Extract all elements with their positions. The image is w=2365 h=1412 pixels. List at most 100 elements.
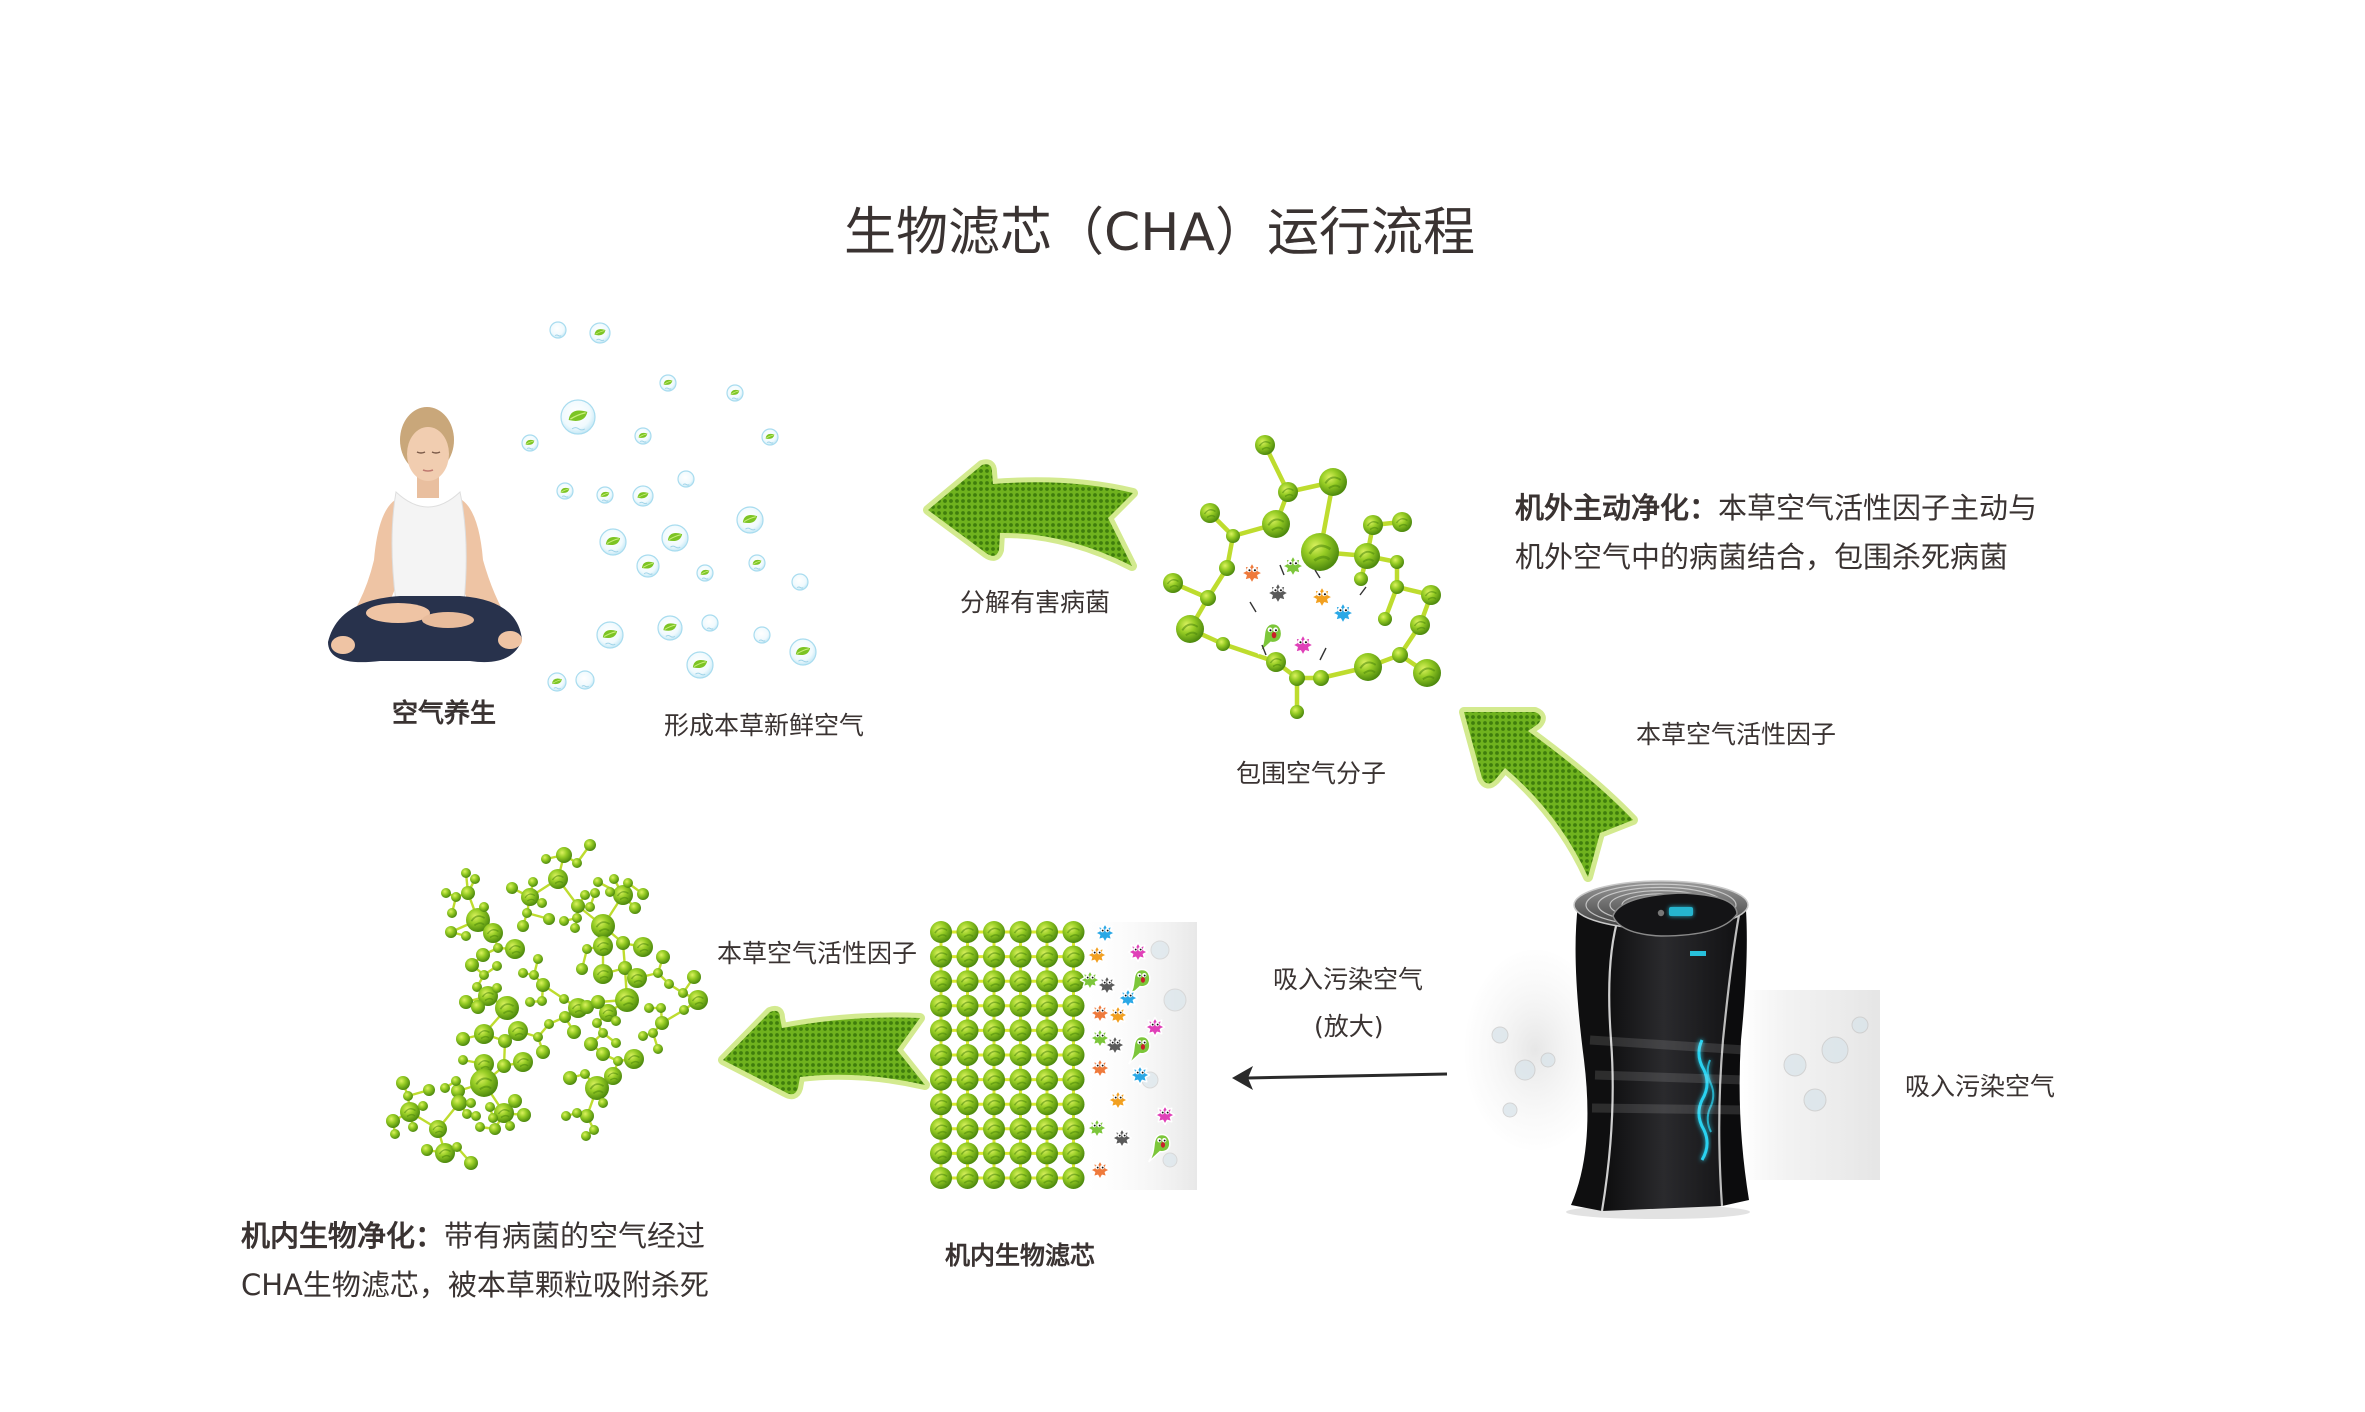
molecule-node bbox=[505, 1121, 515, 1131]
molecule-node bbox=[400, 1102, 420, 1122]
page-title: 生物滤芯（CHA）运行流程 bbox=[844, 203, 1475, 263]
leaf-bubble bbox=[596, 486, 614, 504]
germ-pupil bbox=[1123, 1134, 1126, 1137]
filter-granule bbox=[1062, 1068, 1085, 1091]
leaf-bubble bbox=[599, 528, 627, 556]
germ-pupil bbox=[1151, 1023, 1154, 1026]
molecule-node bbox=[580, 890, 590, 900]
molecule-node bbox=[548, 869, 568, 889]
molecule-node bbox=[584, 839, 596, 851]
filter-granule bbox=[930, 921, 952, 943]
granule-texture bbox=[1013, 927, 1027, 938]
external-purification-description: 机外主动净化：本草空气活性因子主动与 机外空气中的病菌结合，包围杀死病菌 bbox=[1515, 484, 2037, 582]
granule-texture bbox=[619, 995, 635, 1007]
internal-description-line-2: CHA生物滤芯，被本草颗粒吸附杀死 bbox=[241, 1268, 709, 1302]
molecule-node bbox=[637, 888, 649, 900]
leaf-vein bbox=[743, 516, 756, 523]
molecule-node bbox=[536, 1045, 550, 1059]
molecule-node bbox=[533, 1032, 543, 1042]
molecule-node bbox=[585, 1076, 609, 1100]
filter-granule bbox=[930, 1117, 952, 1140]
granule-texture bbox=[477, 1060, 490, 1070]
granule-texture bbox=[1066, 1075, 1080, 1086]
molecule-node bbox=[1200, 503, 1220, 523]
molecule-node bbox=[572, 858, 582, 868]
bubble-reflection bbox=[571, 427, 586, 431]
leaf-bubble bbox=[636, 554, 660, 578]
molecule-node bbox=[1163, 573, 1183, 593]
filter-granule bbox=[1036, 1142, 1058, 1165]
granule-texture bbox=[1281, 488, 1294, 498]
granule-texture bbox=[1066, 1001, 1080, 1012]
granule-texture bbox=[438, 1149, 451, 1159]
granule-texture bbox=[1424, 591, 1437, 601]
leaf-bubble bbox=[726, 384, 744, 402]
device-display-icon bbox=[1669, 907, 1693, 916]
arrow-head-icon bbox=[1232, 1066, 1253, 1090]
molecule-node bbox=[429, 1120, 447, 1138]
molecule-node bbox=[459, 995, 473, 1009]
germ-pupil bbox=[1118, 1134, 1121, 1137]
granule-texture bbox=[1066, 1149, 1080, 1159]
molecule-node bbox=[656, 950, 670, 964]
granule-texture bbox=[511, 1027, 524, 1037]
intake-polluted-air-label: 吸入污染空气 bbox=[1905, 1072, 2056, 1101]
germ-pupil bbox=[1096, 1034, 1099, 1037]
molecule-node bbox=[479, 970, 489, 980]
germ-body bbox=[1154, 1104, 1176, 1126]
germ-mouth bbox=[1160, 1142, 1166, 1148]
filter-granule bbox=[956, 970, 979, 993]
molecule-node bbox=[571, 899, 585, 913]
leaf-vein bbox=[552, 679, 562, 684]
molecule-node bbox=[591, 995, 605, 1009]
airborne-particle bbox=[1502, 1102, 1518, 1118]
molecule-node bbox=[623, 878, 633, 888]
germ-body bbox=[1127, 941, 1149, 963]
flow-arrow-up bbox=[1459, 707, 1638, 882]
molecule-node bbox=[1255, 435, 1275, 455]
air-bubble bbox=[701, 614, 719, 632]
molecule-node bbox=[653, 1044, 663, 1054]
granule-texture bbox=[432, 1125, 444, 1134]
filter-granule bbox=[983, 1068, 1005, 1091]
molecule-node bbox=[475, 1122, 485, 1132]
internal-purification-description: 机内生物净化：带有病菌的空气经过 CHA生物滤芯，被本草颗粒吸附杀死 bbox=[241, 1212, 709, 1310]
germ-pupil bbox=[1248, 569, 1251, 572]
bubble-reflection bbox=[643, 572, 653, 575]
germ-pupil bbox=[1134, 948, 1137, 951]
molecule-node bbox=[1219, 560, 1235, 576]
molecule-node bbox=[559, 916, 569, 926]
bubble-reflection bbox=[639, 440, 647, 443]
molecule-node bbox=[1392, 512, 1412, 532]
intake-haze-left bbox=[1465, 950, 1605, 1150]
molecule-node bbox=[593, 877, 603, 887]
airborne-particle bbox=[1162, 1152, 1178, 1168]
molecule-node bbox=[543, 913, 555, 925]
molecule-node bbox=[1226, 529, 1240, 543]
leaf-bubble bbox=[789, 638, 817, 666]
filter-granule bbox=[1036, 970, 1058, 993]
molecule-node bbox=[567, 1025, 581, 1039]
molecule-node bbox=[1278, 482, 1298, 502]
molecule-node bbox=[664, 979, 674, 989]
molecule-node bbox=[396, 1076, 410, 1090]
granule-texture bbox=[960, 1149, 974, 1159]
filter-granule bbox=[1009, 1117, 1032, 1140]
germ-icon bbox=[1104, 1034, 1126, 1056]
filter-granule bbox=[1036, 1019, 1058, 1042]
granule-texture bbox=[1013, 1075, 1027, 1086]
molecule-node bbox=[576, 963, 588, 975]
filter-granule bbox=[1036, 1044, 1058, 1066]
airborne-particle bbox=[1514, 1059, 1536, 1081]
molecule-node bbox=[638, 1031, 648, 1041]
bubble-reflection bbox=[639, 501, 648, 505]
molecule-node bbox=[1262, 510, 1290, 538]
filter-granule bbox=[1009, 1019, 1032, 1042]
granule-texture bbox=[508, 945, 521, 955]
captured-germs bbox=[1079, 922, 1176, 1181]
filter-granule bbox=[983, 1142, 1005, 1165]
germ-body bbox=[1129, 1064, 1151, 1086]
germ-pupil bbox=[1101, 1064, 1104, 1067]
germ-pupil bbox=[1114, 1011, 1117, 1014]
airborne-particle bbox=[1851, 1016, 1869, 1034]
